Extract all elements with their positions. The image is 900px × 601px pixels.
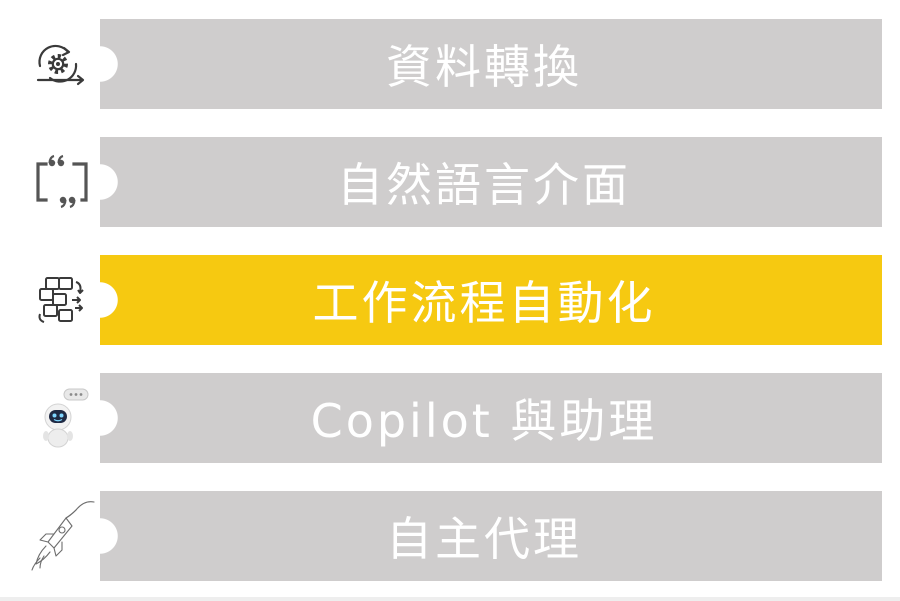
- stage-bar-workflow-automation[interactable]: 工作流程自動化: [100, 255, 882, 345]
- stage-bar-data-transformation[interactable]: 資料轉換: [100, 19, 882, 109]
- quote-bracket-icon: [26, 137, 98, 227]
- stage-label: 自主代理: [386, 512, 582, 566]
- stage-row-natural-language: 自然語言介面: [0, 137, 900, 227]
- stage-label: Copilot 與助理: [310, 394, 658, 448]
- stage-bar-autonomous-agent[interactable]: 自主代理: [100, 491, 882, 581]
- stage-row-data-transformation: 資料轉換: [0, 19, 900, 109]
- stage-row-copilot-assistant: Copilot 與助理: [0, 373, 900, 463]
- stage-row-autonomous-agent: 自主代理: [0, 491, 900, 581]
- stage-bar-copilot-assistant[interactable]: Copilot 與助理: [100, 373, 882, 463]
- rocket-sketch-icon: [26, 491, 98, 581]
- stage-label: 工作流程自動化: [312, 276, 656, 330]
- bottom-divider: [0, 597, 900, 601]
- workflow-blocks-icon: [26, 255, 98, 345]
- stage-row-workflow-automation: 工作流程自動化: [0, 255, 900, 345]
- stage-bar-natural-language[interactable]: 自然語言介面: [100, 137, 882, 227]
- stage-label: 自然語言介面: [337, 158, 631, 212]
- stage-label: 資料轉換: [386, 40, 582, 94]
- robot-assistant-icon: [26, 373, 98, 463]
- gear-cycle-icon: [26, 19, 98, 109]
